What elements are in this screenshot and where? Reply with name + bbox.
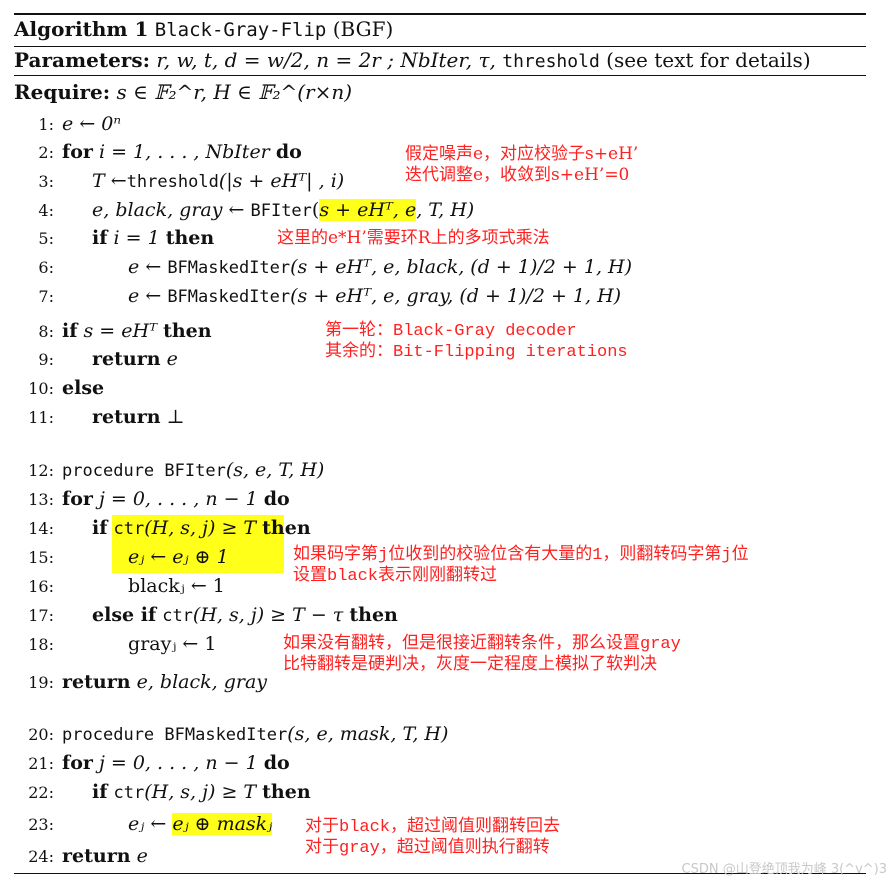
parameters-tail: (see text for details)	[606, 48, 811, 72]
line-7: 7: e ← BFMaskedIter(s + eHᵀ, e, gray, (d…	[38, 285, 622, 307]
parameters-math: r, w, t, d = w/2, n = 2r ; NbIter, τ,	[156, 48, 496, 72]
line-6: 6: e ← BFMaskedIter(s + eHᵀ, e, black, (…	[38, 256, 633, 278]
line-21: 21: for j = 0, . . . , n − 1 do	[28, 752, 290, 774]
parameters-label: Parameters:	[14, 48, 150, 72]
line-3: 3: T ←threshold(|s + eHᵀ| , i)	[38, 170, 345, 192]
annotation-syndrome: 假定噪声e，对应校验子s+eH’ 迭代调整e，收敛到s+eH’=0	[405, 144, 639, 185]
line-15: 15: eⱼ ← eⱼ ⊕ 1	[28, 546, 229, 568]
annotation-rounds: 第一轮：Black-Gray decoder 其余的：Bit-Flipping …	[325, 322, 628, 362]
line-23: 23: eⱼ ← eⱼ ⊕ maskⱼ	[28, 813, 273, 835]
highlight-mask-xor: eⱼ ⊕ maskⱼ	[172, 813, 273, 835]
line-24: 24: return e	[28, 845, 148, 867]
line-12: 12: procedure BFIter(s, e, T, H)	[28, 459, 325, 481]
line-2: 2: for i = 1, . . . , NbIter do	[38, 141, 302, 163]
require-label: Require:	[14, 80, 111, 104]
line-19: 19: return e, black, gray	[28, 671, 268, 693]
parameters-rule	[14, 75, 866, 76]
line-11: 11: return ⊥	[28, 406, 185, 428]
highlight-lines-14-15	[112, 515, 284, 573]
line-10: 10: else	[28, 377, 105, 399]
line-20: 20: procedure BFMaskedIter(s, e, mask, T…	[28, 723, 449, 745]
line-17: 17: else if ctr(H, s, j) ≥ T − τ then	[28, 604, 398, 626]
parameters-threshold: threshold	[502, 51, 600, 72]
line-13: 13: for j = 0, . . . , n − 1 do	[28, 488, 290, 510]
algorithm-title: Algorithm 1 Black-Gray-Flip (BGF)	[14, 17, 393, 41]
title-rule	[14, 46, 866, 47]
require-line: Require: s ∈ 𝔽₂^r, H ∈ 𝔽₂^(r×n)	[14, 80, 352, 104]
line-4: 4: e, black, gray ← BFIter(s + eHᵀ, e, T…	[38, 199, 475, 221]
line-1: 1: e ← 0ⁿ	[38, 113, 122, 135]
annotation-gray: 如果没有翻转，但是很接近翻转条件，那么设置gray 比特翻转是硬判决，灰度一定程…	[283, 635, 681, 675]
line-18: 18: grayⱼ ← 1	[28, 633, 217, 655]
highlight-ctr-condition: ctr	[113, 519, 145, 539]
line-5: 5: if i = 1 then	[38, 227, 215, 249]
parameters-line: Parameters: r, w, t, d = w/2, n = 2r ; N…	[14, 48, 811, 72]
line-16: 16: blackⱼ ← 1	[28, 575, 225, 597]
top-rule	[14, 13, 866, 15]
algorithm-abbrev: (BGF)	[332, 17, 394, 41]
annotation-ring-mult: 这里的e*H’需要环R上的多项式乘法	[277, 228, 550, 248]
annotation-mask: 对于black，超过阈值则翻转回去 对于gray，超过阈值则执行翻转	[305, 818, 561, 858]
algorithm-label: Algorithm 1	[14, 17, 149, 41]
bottom-rule	[14, 873, 866, 874]
line-22: 22: if ctr(H, s, j) ≥ T then	[28, 781, 311, 803]
annotation-black: 如果码字第j位收到的校验位含有大量的1，则翻转码字第j位 设置black表示刚刚…	[293, 546, 749, 586]
highlight-syndrome: s + eHᵀ, e	[319, 199, 417, 221]
require-math: s ∈ 𝔽₂^r, H ∈ 𝔽₂^(r×n)	[116, 80, 353, 104]
line-14: 14: if ctr(H, s, j) ≥ T then	[28, 517, 311, 539]
line-8: 8: if s = eHᵀ then	[38, 320, 212, 342]
line-9: 9: return e	[38, 348, 178, 370]
algorithm-name: Black-Gray-Flip	[154, 19, 327, 41]
watermark: CSDN @山登绝顶我为峰 3(^v^)3	[681, 862, 888, 877]
